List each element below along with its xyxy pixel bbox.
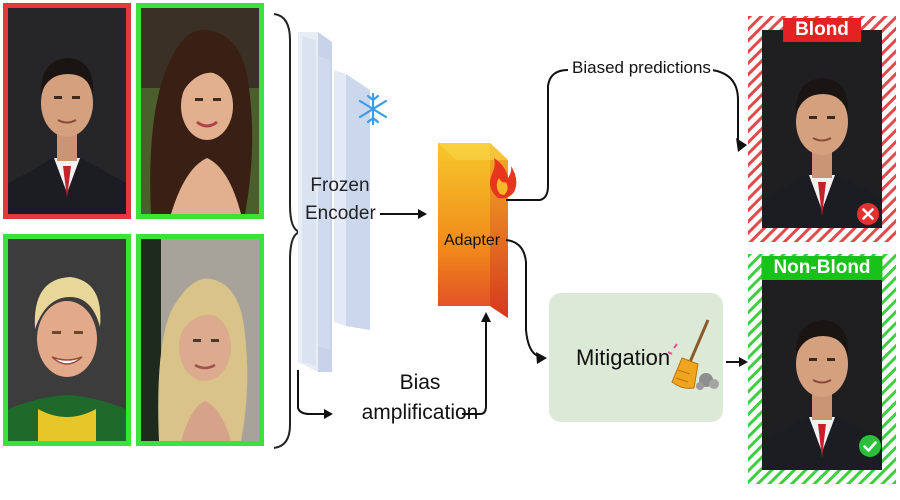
output-photo-mitigated — [762, 268, 882, 470]
output-panel-biased: Blond — [748, 16, 896, 242]
bias-amplification-label-line2: amplification — [361, 401, 479, 424]
input-photo-blond-man — [3, 234, 131, 446]
cross-icon — [857, 203, 879, 225]
input-group-brace — [273, 13, 301, 449]
input-photo-brown-haired-woman — [136, 3, 264, 219]
biased-predictions-arrow — [506, 69, 569, 201]
frozen-encoder-label: Frozen Encoder — [305, 172, 376, 228]
input-photo-man-suit — [3, 3, 131, 219]
output-photo-biased — [762, 30, 882, 228]
frozen-encoder-label-line2: Encoder — [305, 203, 376, 224]
adapter-label: Adapter — [444, 232, 501, 249]
check-icon — [859, 435, 881, 457]
frozen-encoder-label-line1: Frozen — [310, 175, 370, 196]
output-tag-non-blond: Non-Blond — [761, 256, 883, 280]
biased-predictions-label: Biased predictions — [570, 58, 713, 78]
output-tag-blond: Blond — [783, 18, 861, 42]
mitigation-box — [549, 293, 723, 422]
input-photo-blond-woman — [136, 234, 264, 446]
adapter-to-mitigation-arrow — [505, 239, 539, 357]
broom-icon — [668, 319, 719, 390]
output-panel-mitigated: Non-Blond — [748, 254, 896, 484]
bias-amplification-arrow — [297, 370, 324, 415]
snowflake-icon — [358, 92, 388, 126]
bias-amplification-label: Bias amplification — [350, 368, 490, 428]
mitigation-label: Mitigation — [576, 345, 671, 370]
bias-amplification-label-line1: Bias — [399, 371, 441, 394]
fire-icon — [490, 158, 517, 199]
frozen-encoder-block — [298, 32, 370, 372]
